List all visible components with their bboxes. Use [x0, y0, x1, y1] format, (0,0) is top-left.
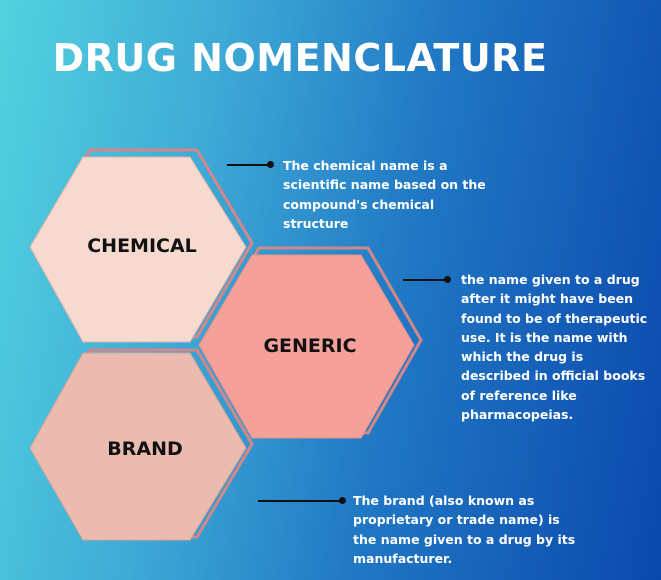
description-line: after it might have been — [461, 291, 634, 307]
connector-dot-generic — [444, 276, 451, 283]
connector-line-chemical — [227, 164, 271, 166]
connector-line-generic — [403, 279, 448, 281]
description-line: The chemical name is a — [283, 158, 448, 173]
description-line: structure — [283, 215, 349, 231]
connector-dot-chemical — [267, 161, 274, 168]
hexagon-label-chemical: CHEMICAL — [87, 235, 197, 257]
hexagon-label-brand: BRAND — [107, 438, 183, 460]
description-line: which the drug is — [461, 349, 584, 365]
description-line: described in official books — [461, 368, 646, 384]
hexagon-brand: BRAND — [29, 348, 254, 541]
description-line: pharmacopeias. — [461, 407, 574, 423]
description-line: the name given to a drug by its — [353, 531, 576, 547]
hexagon-label-generic: GENERIC — [263, 335, 356, 357]
hexagon-generic: GENERIC — [198, 246, 423, 439]
page-title: DRUG NOMENCLATURE — [52, 36, 548, 80]
description-line: use. It is the name with — [461, 329, 628, 345]
description-line: of reference like — [461, 387, 577, 403]
description-line: found to be of therapeutic — [461, 310, 648, 326]
description-generic: the name given to a drug after it might … — [461, 270, 647, 424]
description-line: manufacturer. — [353, 550, 453, 566]
description-line: The brand (also known as — [353, 493, 535, 508]
description-line: compound's chemical — [283, 196, 435, 212]
description-line: scientific name based on the — [283, 177, 486, 193]
description-line: proprietary or trade name) is — [353, 512, 560, 528]
description-brand: The brand (also known as proprietary or … — [353, 491, 575, 568]
description-line: the name given to a drug — [461, 272, 640, 287]
connector-line-brand — [258, 500, 343, 502]
hexagon-chemical: CHEMICAL — [29, 148, 254, 343]
connector-dot-brand — [339, 497, 346, 504]
description-chemical: The chemical name is a scientific name b… — [283, 156, 486, 233]
